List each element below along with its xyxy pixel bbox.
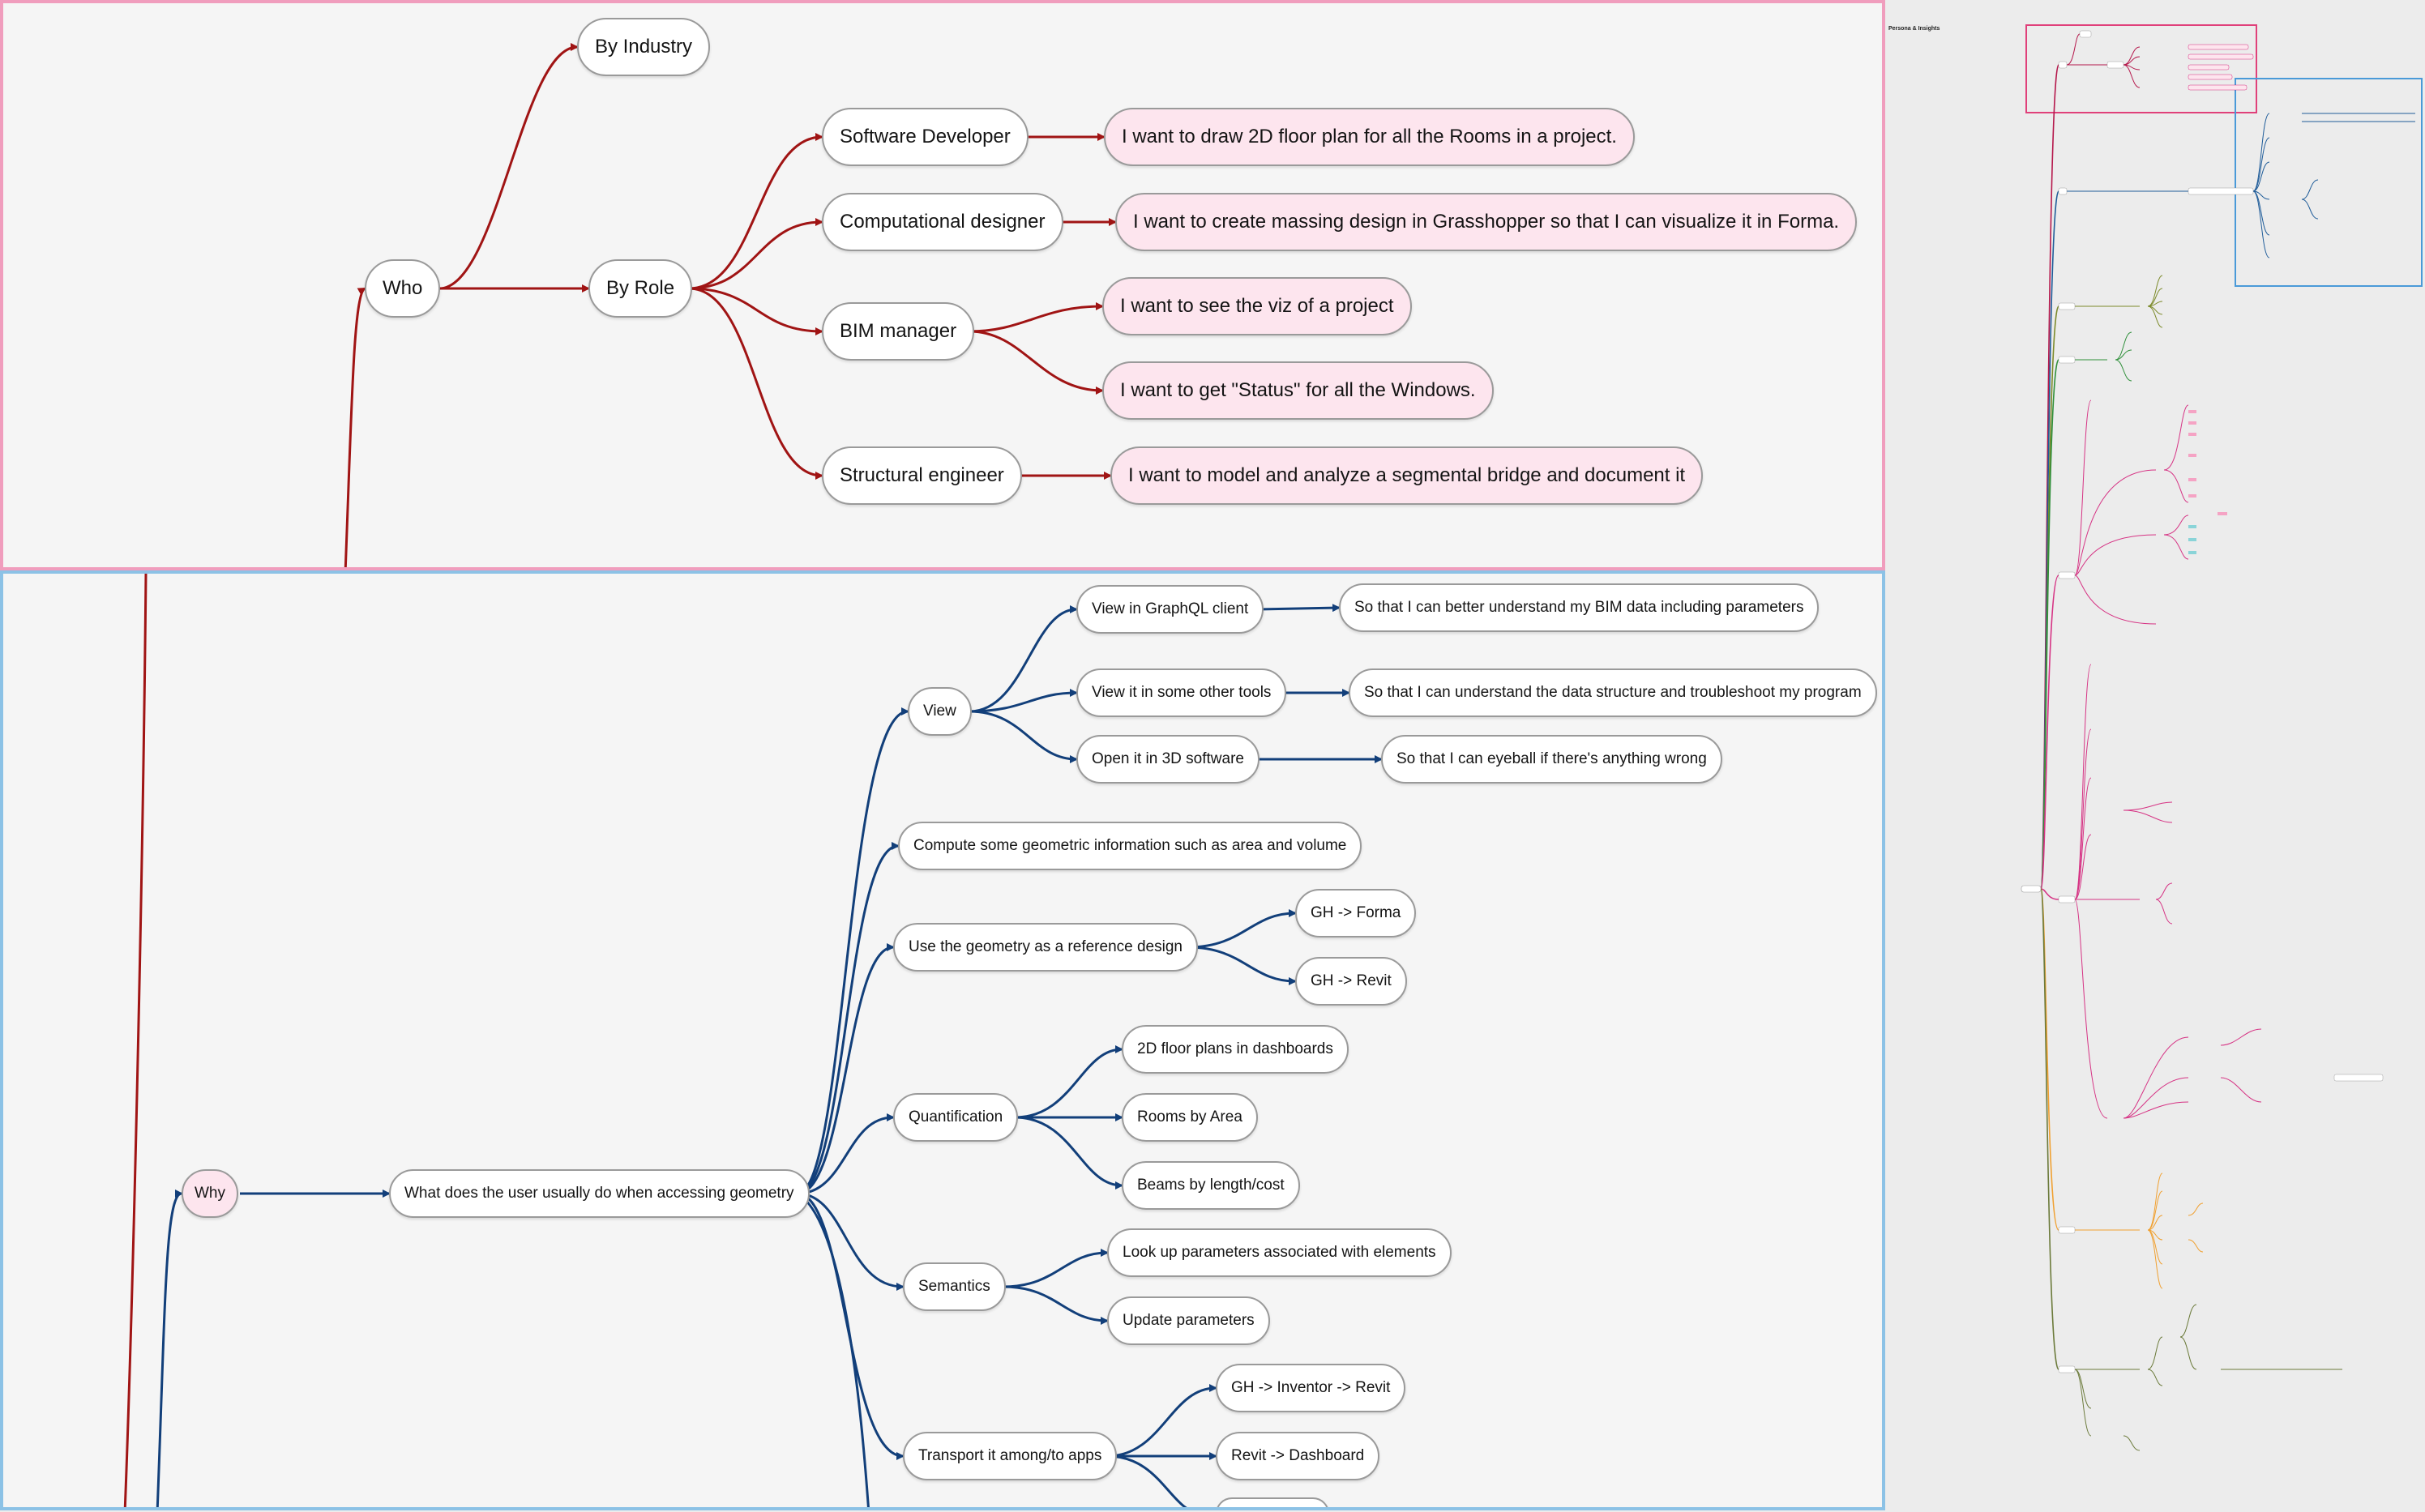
edge-role-struct [688, 287, 823, 480]
node-compute[interactable]: Compute some geometric information such … [898, 822, 1362, 870]
edge-role-bim [688, 287, 823, 335]
node-rooms-by-area[interactable]: Rooms by Area [1122, 1093, 1258, 1142]
node-view-graphql[interactable]: View in GraphQL client [1076, 585, 1264, 634]
node-view[interactable]: View [908, 687, 972, 736]
edge-role-dev [688, 133, 823, 290]
edge-view-othertools [969, 689, 1078, 713]
edge-q-compute [797, 842, 900, 1195]
reason-other-tools[interactable]: So that I can understand the data struct… [1349, 668, 1877, 717]
edge-ref-forma [1187, 909, 1297, 949]
who-connectors [344, 43, 1117, 567]
story-floor-plan[interactable]: I want to draw 2D floor plan for all the… [1104, 108, 1635, 166]
node-by-industry[interactable]: By Industry [577, 18, 711, 76]
minimap-frame-why [2235, 78, 2423, 287]
minimap-graph [2021, 24, 2423, 1451]
why-connectors [123, 574, 1383, 1507]
node-update-parameters[interactable]: Update parameters [1107, 1296, 1270, 1345]
edge-sem-lookup [1003, 1249, 1109, 1288]
edge-view-3d [969, 710, 1078, 763]
node-floor-plans[interactable]: 2D floor plans in dashboards [1122, 1025, 1349, 1074]
edge-trunk-who [123, 574, 148, 1507]
story-window-status[interactable]: I want to get "Status" for all the Windo… [1102, 361, 1494, 420]
edge-quant-floor [1014, 1045, 1123, 1119]
edge-q-semantics [797, 1192, 905, 1291]
node-semantics[interactable]: Semantics [903, 1262, 1006, 1311]
why-panel: Why What does the user usually do when a… [0, 570, 1885, 1510]
node-gh-revit[interactable]: GH -> Revit [1295, 957, 1407, 1006]
node-by-role[interactable]: By Role [588, 259, 693, 318]
edge-graphql-reason [1257, 604, 1341, 613]
minimap-title: Persona & Insights [1888, 26, 1940, 32]
edge-role-comp [688, 218, 823, 290]
node-who[interactable]: Who [365, 259, 441, 318]
node-transport[interactable]: Transport it among/to apps [903, 1432, 1118, 1480]
node-gh-inventor-revit[interactable]: GH -> Inventor -> Revit [1216, 1364, 1406, 1412]
node-view-3d-software[interactable]: Open it in 3D software [1076, 735, 1260, 784]
edge-trunk-why [156, 1190, 183, 1507]
edge-view-graphql [969, 605, 1078, 713]
edge-q-quant [797, 1113, 895, 1195]
node-role-bim-manager[interactable]: BIM manager [822, 302, 975, 361]
node-role-software-developer[interactable]: Software Developer [822, 108, 1029, 166]
edge-tr-next [1106, 1454, 1187, 1507]
node-view-other-tools[interactable]: View it in some other tools [1076, 668, 1287, 717]
node-lookup-parameters[interactable]: Look up parameters associated with eleme… [1107, 1228, 1452, 1277]
node-transport-partial[interactable] [1216, 1497, 1329, 1507]
node-reference-design[interactable]: Use the geometry as a reference design [893, 923, 1198, 972]
story-viz-project[interactable]: I want to see the viz of a project [1102, 277, 1412, 335]
story-segmental-bridge[interactable]: I want to model and analyze a segmental … [1110, 446, 1704, 505]
minimap-frame-who [2025, 24, 2257, 113]
node-revit-dashboard[interactable]: Revit -> Dashboard [1216, 1432, 1380, 1480]
edge-q-reference [797, 943, 895, 1195]
node-question[interactable]: What does the user usually do when acces… [389, 1169, 810, 1218]
story-massing-design[interactable]: I want to create massing design in Grass… [1115, 193, 1858, 251]
edge-q-offscreen [797, 1192, 870, 1507]
edge-ref-revit [1187, 946, 1297, 985]
edge-quant-beams [1014, 1116, 1123, 1190]
minimap-overview[interactable]: Persona & Insights [1885, 0, 2425, 1512]
edge-q-view [797, 707, 909, 1195]
edge-bim-story1 [969, 302, 1104, 333]
reason-3d-software[interactable]: So that I can eyeball if there's anythin… [1381, 735, 1722, 784]
node-quantification[interactable]: Quantification [893, 1093, 1019, 1142]
node-why[interactable]: Why [182, 1169, 238, 1218]
minimap-root [2021, 885, 2042, 893]
reason-graphql[interactable]: So that I can better understand my BIM d… [1339, 583, 1820, 632]
edge-q-transport [797, 1192, 905, 1460]
node-gh-forma[interactable]: GH -> Forma [1295, 889, 1417, 938]
node-beams-by-length[interactable]: Beams by length/cost [1122, 1161, 1300, 1210]
node-role-structural-engineer[interactable]: Structural engineer [822, 446, 1022, 505]
edge-sem-update [1003, 1285, 1109, 1325]
edge-tr-inventor [1106, 1384, 1217, 1458]
edge-bim-story2 [969, 330, 1104, 395]
who-panel: Who By Industry By Role Software Develop… [0, 0, 1885, 570]
node-role-computational-designer[interactable]: Computational designer [822, 193, 1063, 251]
edge-who-industry [438, 43, 579, 290]
edge-main-to-who [344, 287, 366, 567]
